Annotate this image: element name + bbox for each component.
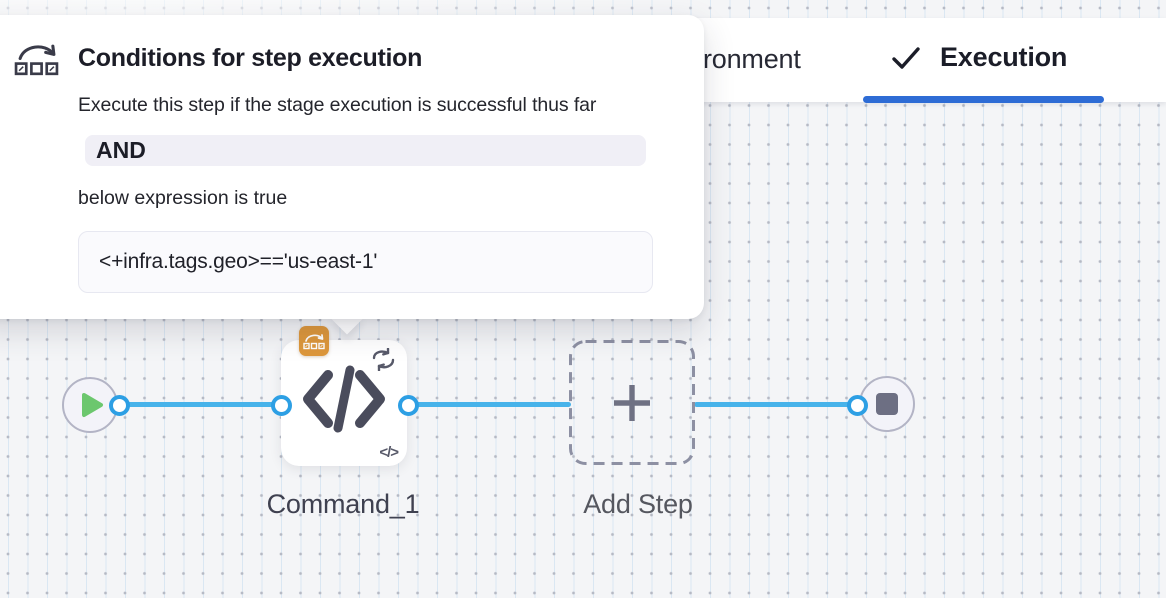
- port-command-in[interactable]: [270, 394, 292, 416]
- operator-badge: AND: [85, 135, 646, 166]
- step-command-label[interactable]: Command_1: [266, 489, 420, 519]
- code-step-icon: [303, 365, 385, 433]
- conditional-execution-badge[interactable]: [299, 326, 329, 356]
- port-end-in[interactable]: [846, 394, 868, 416]
- code-small-icon: </>: [379, 444, 399, 461]
- stop-icon: [876, 393, 898, 415]
- connector-addstep-to-end: [694, 402, 858, 407]
- pipeline-end-node[interactable]: [859, 376, 915, 432]
- connector-start-to-command: [118, 402, 282, 407]
- looping-strategy-icon: [372, 348, 395, 371]
- conditions-popover: Conditions for step execution Execute th…: [0, 15, 704, 319]
- expression-caption: below expression is true: [78, 187, 288, 209]
- connector-command-to-addstep: [407, 402, 571, 407]
- conditional-execution-icon: [303, 333, 325, 349]
- active-tab-indicator: [863, 96, 1104, 103]
- tab-execution-label: Execution: [940, 42, 1068, 72]
- popover-description: Execute this step if the stage execution…: [78, 94, 597, 116]
- conditional-execution-icon: [14, 44, 59, 76]
- step-command[interactable]: </>: [281, 326, 407, 466]
- add-step-button[interactable]: [569, 340, 695, 465]
- plus-icon: [614, 384, 650, 421]
- popover-title: Conditions for step execution: [78, 44, 423, 72]
- add-step-label[interactable]: Add Step: [583, 489, 693, 519]
- tab-environment[interactable]: ronment: [703, 44, 801, 74]
- expression-box: <+infra.tags.geo>=='us-east-1': [78, 231, 653, 293]
- tab-execution[interactable]: Execution: [891, 42, 1067, 73]
- add-step-dashed-border: [569, 340, 695, 465]
- expression-value: <+infra.tags.geo>=='us-east-1': [99, 250, 378, 273]
- port-start-out[interactable]: [108, 394, 130, 416]
- checkmark-icon: [892, 46, 920, 69]
- play-icon: [82, 393, 103, 417]
- port-command-out[interactable]: [397, 394, 419, 416]
